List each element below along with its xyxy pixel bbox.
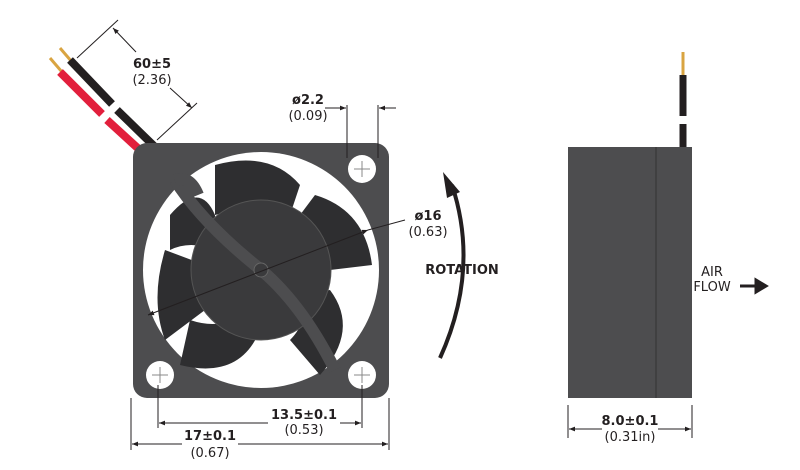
hub-center <box>253 262 269 278</box>
wire-pin-black <box>58 47 74 63</box>
wire-black-1 <box>67 57 115 107</box>
cable-wires <box>48 47 157 155</box>
wire-black-2 <box>114 107 157 149</box>
cable-length-imperial: (2.36) <box>132 73 171 88</box>
wire-pin-red <box>48 57 64 73</box>
frame-width-dimension: 17±0.1 (0.67) <box>130 398 390 465</box>
cable-length-metric: 60±5 <box>133 57 171 72</box>
side-frame <box>568 147 692 398</box>
frame-width-imperial: (0.67) <box>190 446 229 461</box>
fan-front-view <box>133 143 389 398</box>
hub-diameter-metric: ø16 <box>414 209 441 224</box>
airflow-label-line2: FLOW <box>693 280 730 295</box>
rotation-indicator: ROTATION <box>425 172 499 359</box>
fan-side-view <box>568 52 692 398</box>
mounting-hole <box>348 361 376 389</box>
hub-diameter-imperial: (0.63) <box>408 225 447 240</box>
frame-width-metric: 17±0.1 <box>184 429 236 444</box>
wire-red-1 <box>57 69 105 117</box>
rotation-label: ROTATION <box>425 263 499 278</box>
hole-diameter-metric: ø2.2 <box>292 93 324 108</box>
wire-red-2 <box>104 117 145 155</box>
hole-spacing-imperial: (0.53) <box>284 423 323 438</box>
rotation-arrow-icon <box>438 184 466 359</box>
hole-diameter-imperial: (0.09) <box>288 109 327 124</box>
hub-diameter-dimension: ø16 (0.63) <box>147 209 448 316</box>
hole-spacing-dimension: 13.5±0.1 (0.53) <box>157 385 363 438</box>
airflow-indicator: AIR FLOW <box>693 265 769 295</box>
frame-depth-imperial: (0.31in) <box>605 430 656 445</box>
airflow-label-line1: AIR <box>701 265 723 280</box>
hole-spacing-metric: 13.5±0.1 <box>271 408 337 423</box>
frame-depth-dimension: 8.0±0.1 (0.31in) <box>567 405 693 445</box>
airflow-arrow-icon <box>740 277 769 295</box>
mounting-holes <box>146 155 376 389</box>
mounting-hole <box>348 155 376 183</box>
frame-depth-metric: 8.0±0.1 <box>602 414 659 429</box>
hole-diameter-dimension: ø2.2 (0.09) <box>288 93 396 158</box>
mounting-hole <box>146 361 174 389</box>
cable-length-dimension: 60±5 (2.36) <box>76 19 198 141</box>
